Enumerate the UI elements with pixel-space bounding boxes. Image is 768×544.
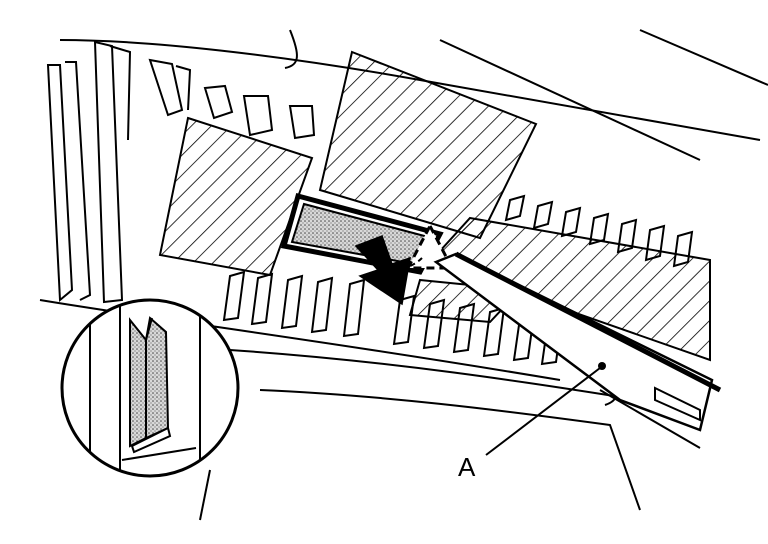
callout-label-a: A <box>458 452 476 482</box>
vent-slats-left <box>46 40 316 304</box>
hatched-panel-right <box>428 216 711 362</box>
hatched-panel-left <box>158 116 314 277</box>
down-arrow-icon <box>354 235 411 306</box>
callout-leader-a <box>485 367 601 456</box>
detail-inset <box>60 298 240 478</box>
triangle-warning-icon <box>403 222 455 270</box>
